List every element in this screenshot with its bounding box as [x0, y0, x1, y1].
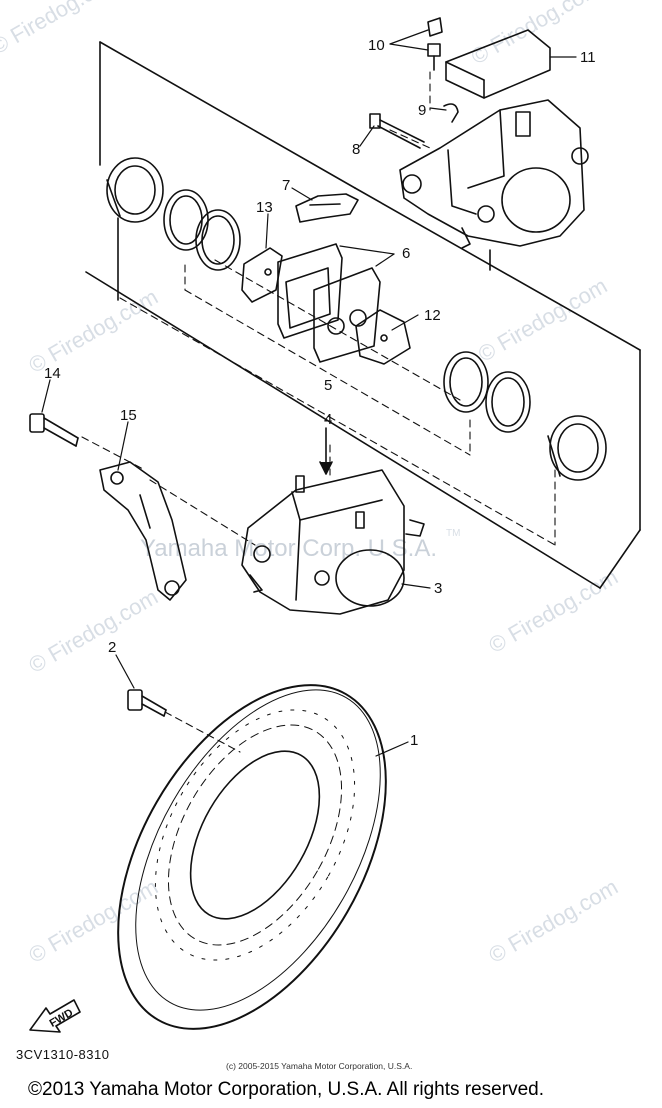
pad-pin — [369, 113, 425, 149]
assembly-arrow — [319, 427, 333, 475]
watermark: © Firedog.com — [484, 564, 622, 658]
guide-lines — [81, 71, 556, 753]
caliper-housing — [399, 99, 589, 249]
callout-12: 12 — [424, 307, 441, 324]
watermark: © Firedog.com — [0, 0, 124, 59]
caliper-bracket — [99, 461, 187, 601]
brake-disc — [117, 684, 387, 1030]
callout-5: 5 — [324, 377, 332, 394]
callout-3: 3 — [434, 580, 442, 597]
callout-8: 8 — [352, 141, 360, 158]
callout-15: 15 — [120, 407, 137, 424]
pad-shim-left — [241, 247, 283, 303]
watermark-layer: © Firedog.com © Firedog.com © Firedog.co… — [0, 0, 622, 968]
pad-shim-right — [355, 309, 411, 365]
callout-6: 6 — [402, 245, 410, 262]
callout-labels: 1 2 3 4 5 6 7 8 9 10 11 12 13 14 15 — [44, 37, 596, 749]
watermark-tm: TM — [446, 528, 460, 539]
callout-7: 7 — [282, 177, 290, 194]
callout-14: 14 — [44, 365, 61, 382]
fwd-arrow-icon: FWD — [29, 999, 81, 1033]
bleed-cap — [427, 17, 443, 37]
callout-9: 9 — [418, 102, 426, 119]
bracket-bolt — [29, 413, 79, 447]
caliper-body — [241, 469, 425, 615]
callout-4: 4 — [324, 411, 332, 428]
leader-lines — [41, 29, 577, 757]
callout-1: 1 — [410, 732, 418, 749]
assembly-frame — [85, 41, 641, 589]
piston-seal-left — [163, 189, 241, 271]
watermark: © Firedog.com — [474, 273, 612, 367]
small-copyright: (c) 2005-2015 Yamaha Motor Corporation, … — [226, 1061, 413, 1071]
watermark: © Firedog.com — [24, 584, 162, 678]
callout-13: 13 — [256, 199, 273, 216]
watermark: © Firedog.com — [24, 284, 162, 378]
bleed-screw — [427, 43, 441, 71]
callout-2: 2 — [108, 639, 116, 656]
watermark: © Firedog.com — [484, 874, 622, 968]
pin-clip — [443, 103, 459, 123]
piston-right — [547, 415, 607, 481]
watermark: © Firedog.com — [24, 874, 162, 968]
callout-10: 10 — [368, 37, 385, 54]
watermark-corp: Yamaha Motor Corp. U.S.A. — [140, 535, 437, 562]
piston-left — [106, 157, 164, 223]
brake-pad-set — [277, 243, 381, 363]
disc-bolt — [127, 689, 167, 717]
copyright-notice: ©2013 Yamaha Motor Corporation, U.S.A. A… — [28, 1079, 544, 1100]
fwd-label: FWD — [48, 1007, 76, 1030]
caliper-cover — [445, 29, 551, 99]
piston-seal-right — [443, 351, 531, 433]
pad-spring — [295, 193, 359, 223]
callout-11: 11 — [580, 49, 596, 66]
part-code: 3CV1310-8310 — [16, 1047, 110, 1062]
